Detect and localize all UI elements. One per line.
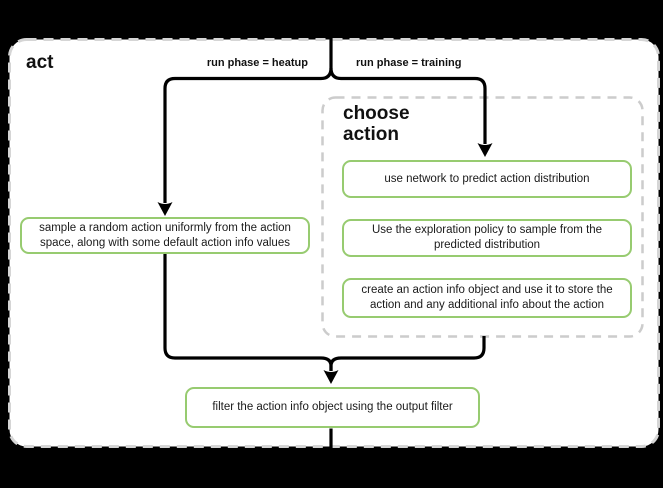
arrowhead-merge (323, 370, 339, 384)
arrowhead-heatup (157, 202, 173, 216)
choose-action-title: choose action (343, 103, 410, 145)
node-create-action-info: create an action info object and use it … (342, 278, 632, 318)
node-exploration-policy: Use the exploration policy to sample fro… (342, 219, 632, 257)
arrowhead-training (477, 143, 493, 157)
edge-training (329, 67, 487, 144)
node-predict-distribution: use network to predict action distributi… (342, 160, 632, 198)
act-title: act (26, 52, 54, 73)
edge-choose-to-filter (329, 336, 486, 371)
node-filter-action-info: filter the action info object using the … (185, 387, 480, 428)
node-sample-random-action: sample a random action uniformly from th… (20, 217, 310, 254)
edge-label-heatup: run phase = heatup (206, 57, 308, 69)
edge-label-training: run phase = training (356, 57, 462, 69)
